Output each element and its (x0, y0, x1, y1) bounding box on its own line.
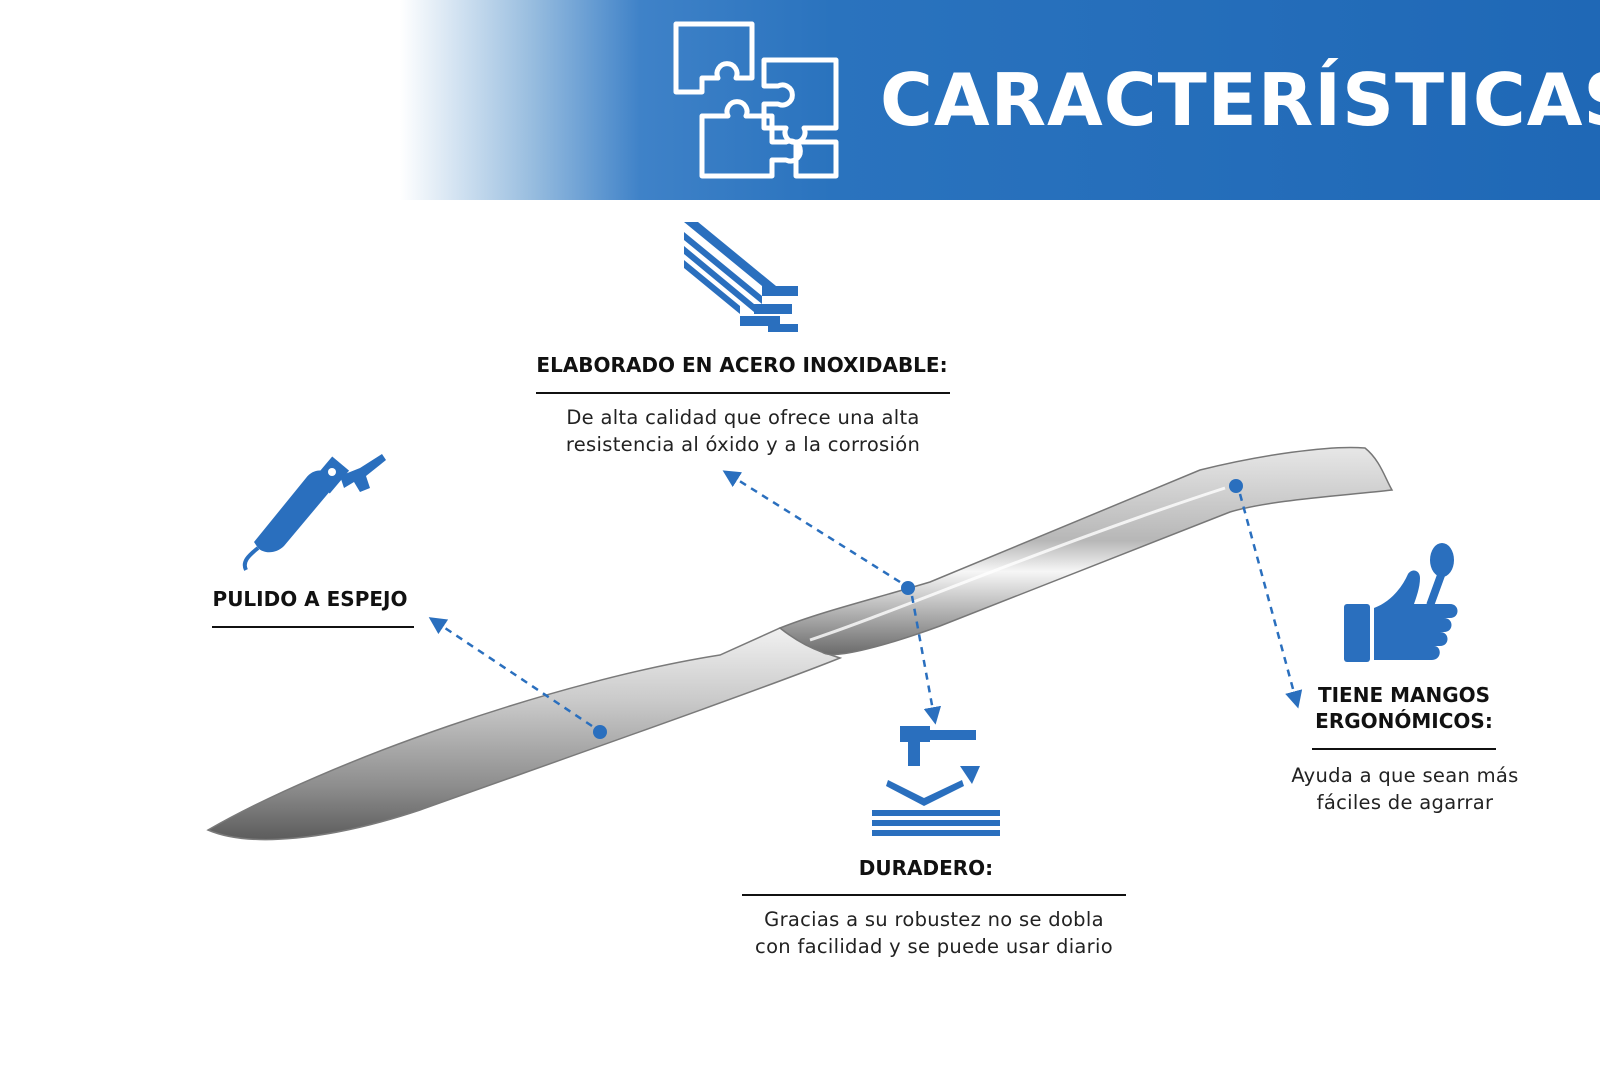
steel-title: ELABORADO EN ACERO INOXIDABLE: (536, 353, 948, 377)
page-title: CARACTERÍSTICAS (880, 58, 1600, 142)
hammer-bend-icon (872, 726, 1000, 836)
header-banner: CARACTERÍSTICAS (0, 0, 1600, 200)
puzzle-icon (673, 21, 839, 179)
pointer-dot-blade (593, 725, 607, 739)
polish-title: PULIDO A ESPEJO (212, 587, 408, 611)
ergonomic-desc-line1: Ayuda a que sean más (1291, 764, 1519, 787)
thumbs-up-spoon-icon (1344, 543, 1458, 662)
ergonomic-divider (1312, 748, 1496, 750)
steel-desc-line2: resistencia al óxido y a la corrosión (565, 433, 921, 456)
pointer-steel (722, 470, 901, 584)
ergonomic-desc-line2: fáciles de agarrar (1316, 791, 1494, 814)
pointer-ergonomic (1238, 493, 1303, 709)
steel-beams-icon (684, 222, 798, 332)
knife-blade (206, 627, 843, 841)
steel-divider (536, 392, 950, 394)
durable-title: DURADERO: (858, 856, 994, 880)
steel-desc-line1: De alta calidad que ofrece una alta (566, 406, 920, 429)
polisher-icon (242, 454, 386, 571)
pointer-polish (428, 617, 593, 728)
ergonomic-title-line2: ERGONÓMICOS: (1315, 709, 1493, 733)
ergonomic-title-line1: TIENE MANGOS (1317, 683, 1491, 707)
knife-handle (778, 446, 1394, 656)
pointer-dot-handle (1229, 479, 1243, 493)
pointer-dot-center (901, 581, 915, 595)
durable-desc-line1: Gracias a su robustez no se dobla (764, 908, 1104, 931)
polish-divider (212, 626, 414, 628)
durable-divider (742, 894, 1126, 896)
durable-desc-line2: con facilidad y se puede usar diario (755, 935, 1113, 958)
